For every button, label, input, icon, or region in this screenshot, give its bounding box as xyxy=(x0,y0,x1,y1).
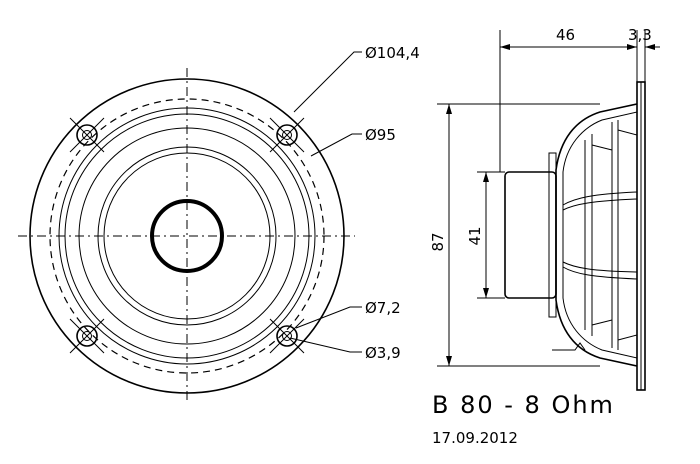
cone-outer-circle xyxy=(97,146,277,326)
depth-label: 46 xyxy=(556,26,575,44)
side-magnet xyxy=(504,171,557,299)
mount-hole-bottom-left xyxy=(69,318,105,354)
cone-inner-circle xyxy=(103,152,271,320)
basket-diameter-label: Ø95 xyxy=(365,126,396,144)
leader-thread-hole xyxy=(289,337,362,353)
side-view: 46 3,3 87 41 xyxy=(429,26,660,391)
mount-hole-top-right xyxy=(269,117,305,153)
front-view: Ø104,4 Ø95 Ø7,2 Ø3,9 xyxy=(18,44,420,402)
height-label: 87 xyxy=(429,232,447,251)
mount-hole-bottom-right xyxy=(269,318,305,354)
mount-hole-label: Ø7,2 xyxy=(365,299,401,317)
leader-basket-diameter xyxy=(310,133,362,157)
thread-hole-label: Ø3,9 xyxy=(365,344,401,362)
surround-outer-circle xyxy=(64,113,310,359)
side-terminal xyxy=(552,342,586,351)
surround-inner-circle xyxy=(78,127,296,345)
leader-outer-diameter xyxy=(293,51,362,113)
flange-label: 3,3 xyxy=(628,26,652,44)
outer-flange-circle xyxy=(29,78,345,394)
basket-outline xyxy=(555,103,638,367)
mount-hole-top-left xyxy=(69,117,105,153)
model-title: B 80 - 8 Ohm xyxy=(432,391,615,419)
drawing-date: 17.09.2012 xyxy=(432,429,518,447)
side-pole-plate xyxy=(548,152,557,318)
leader-mount-hole xyxy=(295,306,362,329)
magnet-label: 41 xyxy=(466,226,484,245)
flange-inner-circle xyxy=(58,107,316,365)
basket-hidden-circle xyxy=(49,98,325,374)
outer-diameter-label: Ø104,4 xyxy=(365,44,420,62)
dust-cap-circle xyxy=(150,199,224,273)
